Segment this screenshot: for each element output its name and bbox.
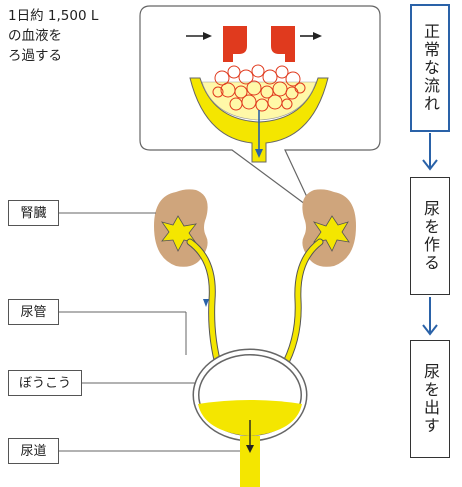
flow-step-excrete-urine: 尿を出す [410, 340, 450, 458]
ureter-label: 尿管 [8, 299, 59, 325]
bladder-label: ぼうこう [8, 370, 82, 396]
urethra-label: 尿道 [8, 438, 59, 464]
flow-step-make-urine: 尿を作る [410, 177, 450, 295]
ureter-flow-arrow [203, 299, 209, 307]
flow-step-excrete-urine-text: 尿を出す [418, 363, 442, 435]
flow-step-normal: 正常な流れ [410, 4, 450, 132]
flow-step-make-urine-text: 尿を作る [418, 200, 442, 272]
flow-step-normal-text: 正常な流れ [418, 23, 442, 113]
filtration-caption: 1日約 1,500 L の血液を ろ過する [8, 6, 138, 66]
kidney-label: 腎臓 [8, 200, 59, 226]
